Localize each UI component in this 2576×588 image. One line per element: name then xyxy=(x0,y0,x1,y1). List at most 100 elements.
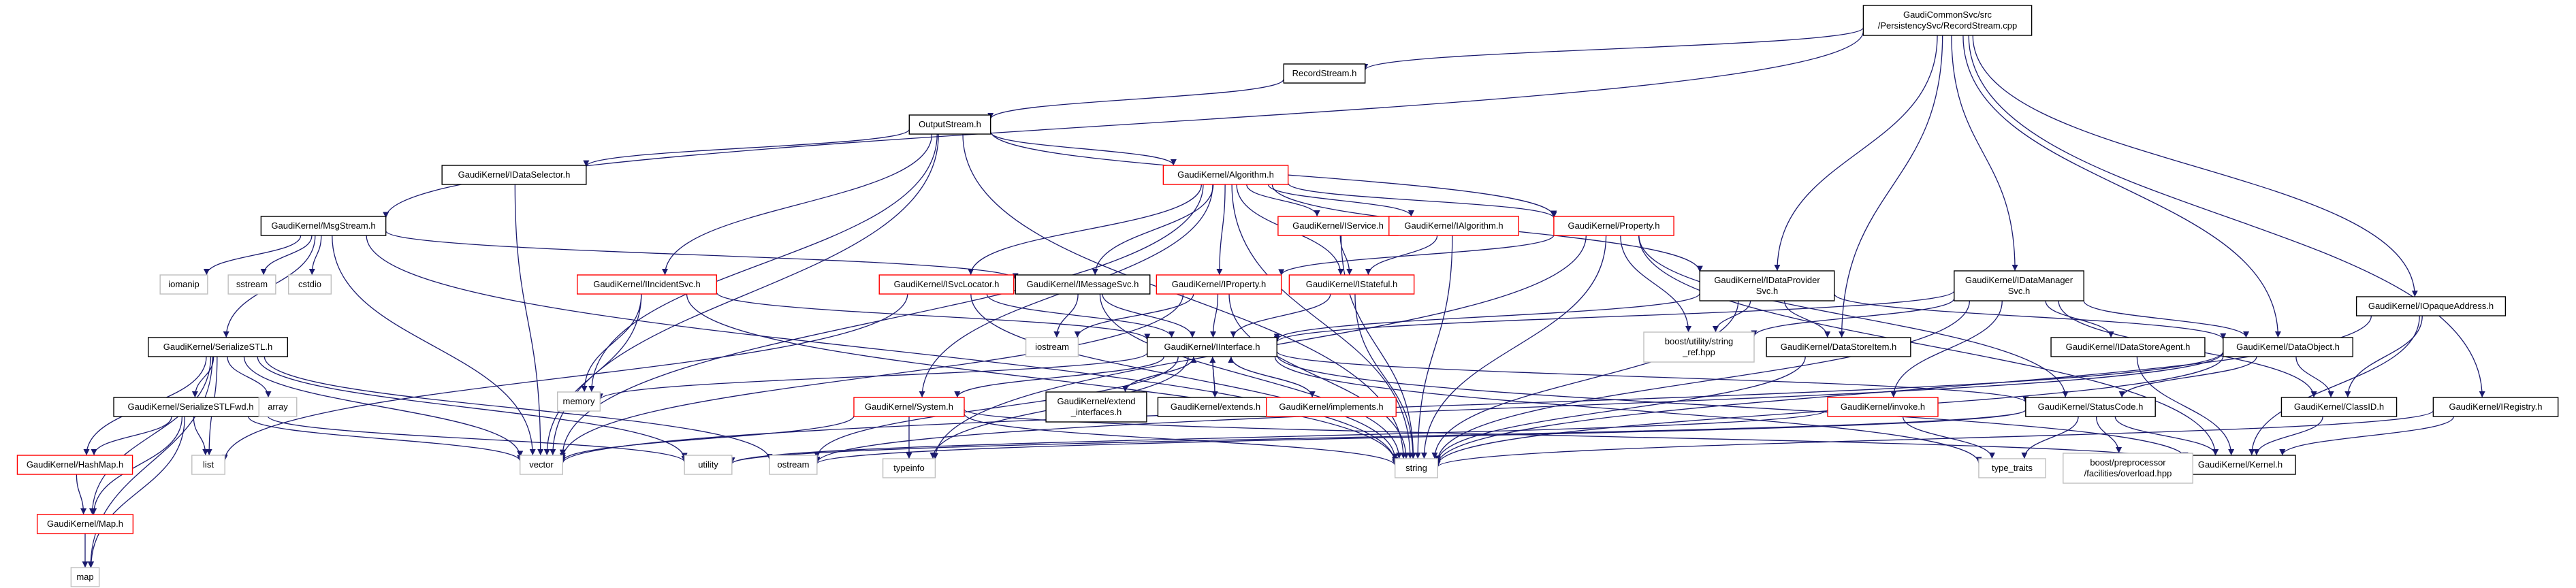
edge-iincidentsvc-to-string xyxy=(686,293,1399,463)
node-extends[interactable]: GaudiKernel/extends.h xyxy=(1157,397,1274,417)
node-type-traits[interactable]: type_traits xyxy=(1978,458,2046,478)
node-iregistry[interactable]: GaudiKernel/IRegistry.h xyxy=(2432,397,2559,417)
node-label: GaudiKernel/IMessageSvc.h xyxy=(1027,279,1139,289)
node-istateful[interactable]: GaudiKernel/IStateful.h xyxy=(1288,274,1415,295)
node-array[interactable]: array xyxy=(258,397,298,417)
node-label: GaudiCommonSvc/src xyxy=(1903,10,1992,20)
node-label: memory xyxy=(563,396,595,406)
node-label: GaudiKernel/System.h xyxy=(865,402,953,412)
node-box xyxy=(1388,216,1519,236)
node-algorithm[interactable]: GaudiKernel/Algorithm.h xyxy=(1162,165,1289,185)
node-label: GaudiKernel/DataObject.h xyxy=(2236,342,2340,352)
node-label: GaudiKernel/SerializeSTL.h xyxy=(163,342,272,352)
node-dataobject[interactable]: GaudiKernel/DataObject.h xyxy=(2223,337,2353,357)
edge-algorithm-to-iservice xyxy=(1246,184,1320,217)
node-box xyxy=(2025,397,2156,417)
edge-root-to-iopaqueaddress xyxy=(1972,35,2418,297)
edge-iproperty-to-string xyxy=(1228,293,1410,459)
node-label: GaudiKernel/IDataStoreAgent.h xyxy=(2066,342,2191,352)
node-label: GaudiKernel/IRegistry.h xyxy=(2449,402,2542,412)
node-extend-interfaces[interactable]: GaudiKernel/extend_interfaces.h xyxy=(1045,391,1147,423)
node-utility[interactable]: utility xyxy=(684,455,733,475)
node-mapnode[interactable]: GaudiKernel/Map.h xyxy=(36,514,134,534)
node-box xyxy=(1643,331,1755,363)
node-box xyxy=(113,397,268,417)
node-box xyxy=(1266,397,1397,417)
edge-isvclocator-to-list xyxy=(221,293,908,461)
node-kernel[interactable]: GaudiKernel/Kernel.h xyxy=(2184,455,2296,475)
edge-algorithm-to-string xyxy=(1231,184,1414,459)
node-label: GaudiKernel/IService.h xyxy=(1292,220,1384,231)
edge-invoke-to-utility xyxy=(729,409,1828,464)
nodes-layer: GaudiCommonSvc/src/PersistencySvc/Record… xyxy=(16,5,2559,587)
node-label: GaudiKernel/implements.h xyxy=(1279,402,1383,412)
edge-system-to-kernel xyxy=(964,408,2189,463)
node-list[interactable]: list xyxy=(191,455,225,475)
edge-idataprovidersvc-to-boost-string-ref xyxy=(1712,300,1751,333)
node-label: /PersistencySvc/RecordStream.cpp xyxy=(1878,20,2017,31)
node-recordstream[interactable]: RecordStream.h xyxy=(1283,63,1366,84)
node-label: array xyxy=(268,402,288,412)
node-box xyxy=(577,274,718,295)
node-root[interactable]: GaudiCommonSvc/src/PersistencySvc/Record… xyxy=(1862,5,2033,36)
edge-root-to-idataprovidersvc xyxy=(1774,35,1938,272)
edge-ialgorithm-to-istateful xyxy=(1365,235,1438,276)
edge-idataprovidersvc-to-string xyxy=(1431,300,1739,459)
node-system[interactable]: GaudiKernel/System.h xyxy=(853,397,965,417)
edges-layer xyxy=(76,27,2485,568)
node-label: GaudiKernel/ClassID.h xyxy=(2294,402,2384,412)
node-label: string xyxy=(1405,463,1427,473)
node-sstream[interactable]: sstream xyxy=(227,274,276,295)
node-label: GaudiKernel/SerializeSTLFwd.h xyxy=(128,402,254,412)
edge-iinterface-to-type-traits xyxy=(1274,356,1982,463)
edge-statuscode-to-utility xyxy=(729,409,2026,465)
edge-serializestlfwd-to-vector xyxy=(248,416,524,462)
edge-algorithm-to-ialgorithm xyxy=(1267,184,1414,217)
node-imessagesvc[interactable]: GaudiKernel/IMessageSvc.h xyxy=(1015,274,1151,295)
node-label: GaudiKernel/extend xyxy=(1058,396,1136,406)
node-label: GaudiKernel/Map.h xyxy=(47,519,123,529)
node-iostream[interactable]: iostream xyxy=(1025,337,1079,357)
node-ostream[interactable]: ostream xyxy=(769,455,818,475)
edge-imessagesvc-to-iostream xyxy=(1053,293,1079,338)
edge-outputstream-to-iincidentsvc xyxy=(661,133,933,276)
node-ialgorithm[interactable]: GaudiKernel/IAlgorithm.h xyxy=(1388,216,1519,236)
node-map[interactable]: map xyxy=(70,567,100,587)
node-iomanip[interactable]: iomanip xyxy=(159,274,208,295)
node-property[interactable]: GaudiKernel/Property.h xyxy=(1553,216,1674,236)
node-boost-string-ref[interactable]: boost/utility/string_ref.hpp xyxy=(1643,331,1755,363)
node-iincidentsvc[interactable]: GaudiKernel/IIncidentSvc.h xyxy=(577,274,718,295)
node-hashmap[interactable]: GaudiKernel/HashMap.h xyxy=(16,455,133,475)
edge-serializestlfwd-to-utility xyxy=(267,415,688,463)
node-box xyxy=(520,455,564,475)
node-iservice[interactable]: GaudiKernel/IService.h xyxy=(1277,216,1399,236)
edge-dataobject-to-statuscode xyxy=(2118,356,2257,398)
node-iproperty[interactable]: GaudiKernel/IProperty.h xyxy=(1156,274,1282,295)
node-vector[interactable]: vector xyxy=(520,455,564,475)
node-memory[interactable]: memory xyxy=(557,391,601,412)
node-boost-overload[interactable]: boost/preprocessor/facilities/overload.h… xyxy=(2063,453,2193,484)
edge-iinterface-to-statuscode xyxy=(1276,350,2029,404)
node-isvclocator[interactable]: GaudiKernel/ISvcLocator.h xyxy=(878,274,1015,295)
node-idatastoreagent[interactable]: GaudiKernel/IDataStoreAgent.h xyxy=(2050,337,2206,357)
node-typeinfo[interactable]: typeinfo xyxy=(882,458,936,478)
node-iopaqueaddress[interactable]: GaudiKernel/IOpaqueAddress.h xyxy=(2355,296,2507,316)
node-implements[interactable]: GaudiKernel/implements.h xyxy=(1266,397,1397,417)
node-iinterface[interactable]: GaudiKernel/IInterface.h xyxy=(1147,337,1277,357)
node-string[interactable]: string xyxy=(1394,458,1438,478)
node-serializestlfwd[interactable]: GaudiKernel/SerializeSTLFwd.h xyxy=(113,397,268,417)
node-serializestl[interactable]: GaudiKernel/SerializeSTL.h xyxy=(147,337,289,357)
node-idataselector[interactable]: GaudiKernel/IDataSelector.h xyxy=(441,165,587,185)
node-statuscode[interactable]: GaudiKernel/StatusCode.h xyxy=(2025,397,2156,417)
edge-msgstream-to-iomanip xyxy=(203,235,302,276)
node-msgstream[interactable]: GaudiKernel/MsgStream.h xyxy=(260,216,387,236)
node-datastoreitem[interactable]: GaudiKernel/DataStoreItem.h xyxy=(1766,337,1911,357)
node-box xyxy=(2223,337,2353,357)
node-classid[interactable]: GaudiKernel/ClassID.h xyxy=(2280,397,2398,417)
node-invoke[interactable]: GaudiKernel/invoke.h xyxy=(1827,397,1939,417)
edge-serializestl-to-ostream xyxy=(264,356,773,460)
node-outputstream[interactable]: OutputStream.h xyxy=(908,114,991,135)
node-cstdio[interactable]: cstdio xyxy=(288,274,332,295)
